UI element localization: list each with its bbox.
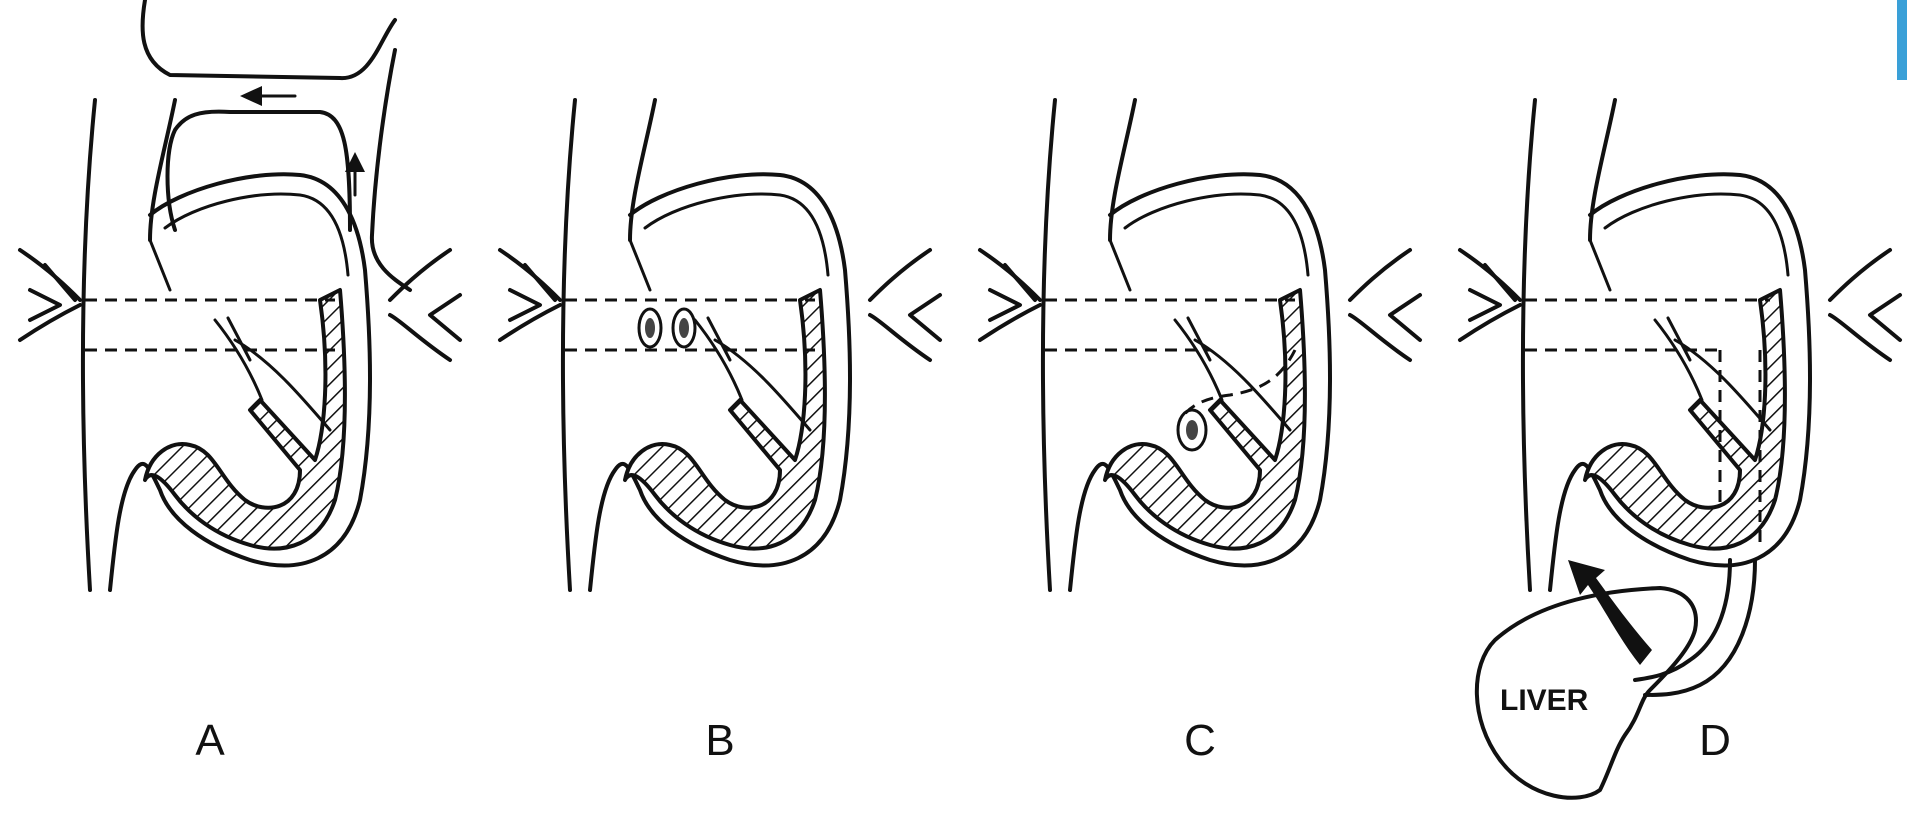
panel-label-c: C bbox=[1184, 716, 1216, 765]
flow-arrow-left-icon bbox=[240, 86, 262, 106]
panel-c: C bbox=[980, 100, 1420, 765]
panel-label-b: B bbox=[705, 716, 734, 765]
panel-a: A bbox=[20, 0, 460, 765]
liver-label: LIVER bbox=[1500, 684, 1589, 717]
panel-label-a: A bbox=[195, 716, 225, 765]
panel-label-d: D bbox=[1699, 716, 1731, 765]
curved-arrow-icon bbox=[1568, 560, 1652, 665]
edge-accent-bar bbox=[1897, 0, 1907, 80]
panel-b: B bbox=[500, 100, 940, 765]
panel-d: LIVER D bbox=[1460, 100, 1900, 798]
